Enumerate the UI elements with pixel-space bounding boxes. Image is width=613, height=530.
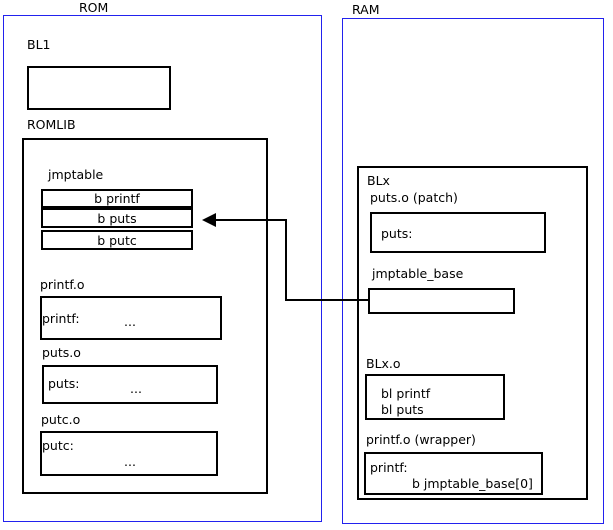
puts-patch-label: puts.o (patch) [370, 190, 458, 205]
jmptable-base-label: jmptable_base [372, 266, 464, 281]
printf-wrapper-box [364, 452, 543, 495]
bl1-box [27, 66, 171, 110]
romlib-putc-symbol: putc: [42, 438, 74, 453]
romlib-puts-body: ... [130, 381, 142, 396]
blx-o-box [365, 374, 505, 420]
blx-o-label: BLx.o [366, 356, 401, 371]
puts-patch-symbol: puts: [381, 226, 413, 241]
romlib-puts-o-box [42, 365, 218, 404]
jmptable-base-box [368, 288, 515, 314]
romlib-printf-symbol: printf: [42, 311, 80, 326]
rom-region-box [3, 15, 322, 522]
romlib-printf-o-label: printf.o [40, 277, 85, 292]
bl1-label: BL1 [27, 37, 51, 52]
jmptable-entry-2: b putc [41, 230, 193, 250]
romlib-printf-body: ... [124, 314, 136, 329]
connector-segment-bottom [285, 299, 369, 301]
printf-wrapper-label: printf.o (wrapper) [366, 432, 476, 447]
jmptable-label: jmptable [48, 167, 104, 182]
romlib-putc-o-label: putc.o [41, 412, 81, 427]
romlib-puts-o-label: puts.o [42, 345, 81, 360]
jmptable-entry-1: b puts [41, 208, 193, 228]
printf-wrapper-symbol: printf: [370, 460, 408, 475]
romlib-putc-o-box [40, 431, 218, 476]
romlib-label: ROMLIB [27, 117, 76, 132]
romlib-putc-body: ... [124, 454, 136, 469]
blx-o-line-2: bl puts [381, 402, 424, 417]
printf-wrapper-branch: b jmptable_base[0] [412, 476, 533, 491]
ram-region-box [342, 18, 604, 524]
blx-label: BLx [367, 173, 390, 188]
romlib-puts-symbol: puts: [48, 376, 80, 391]
puts-patch-box [370, 212, 546, 253]
rom-region-label: ROM [79, 0, 109, 15]
romlib-printf-o-box [40, 296, 222, 340]
connector-segment-vertical [285, 219, 287, 301]
jmptable-entry-0: b printf [41, 189, 193, 208]
ram-region-label: RAM [352, 2, 380, 17]
connector-arrowhead-icon [202, 213, 216, 227]
blx-o-line-1: bl printf [381, 386, 431, 401]
connector-segment-top [215, 219, 287, 221]
